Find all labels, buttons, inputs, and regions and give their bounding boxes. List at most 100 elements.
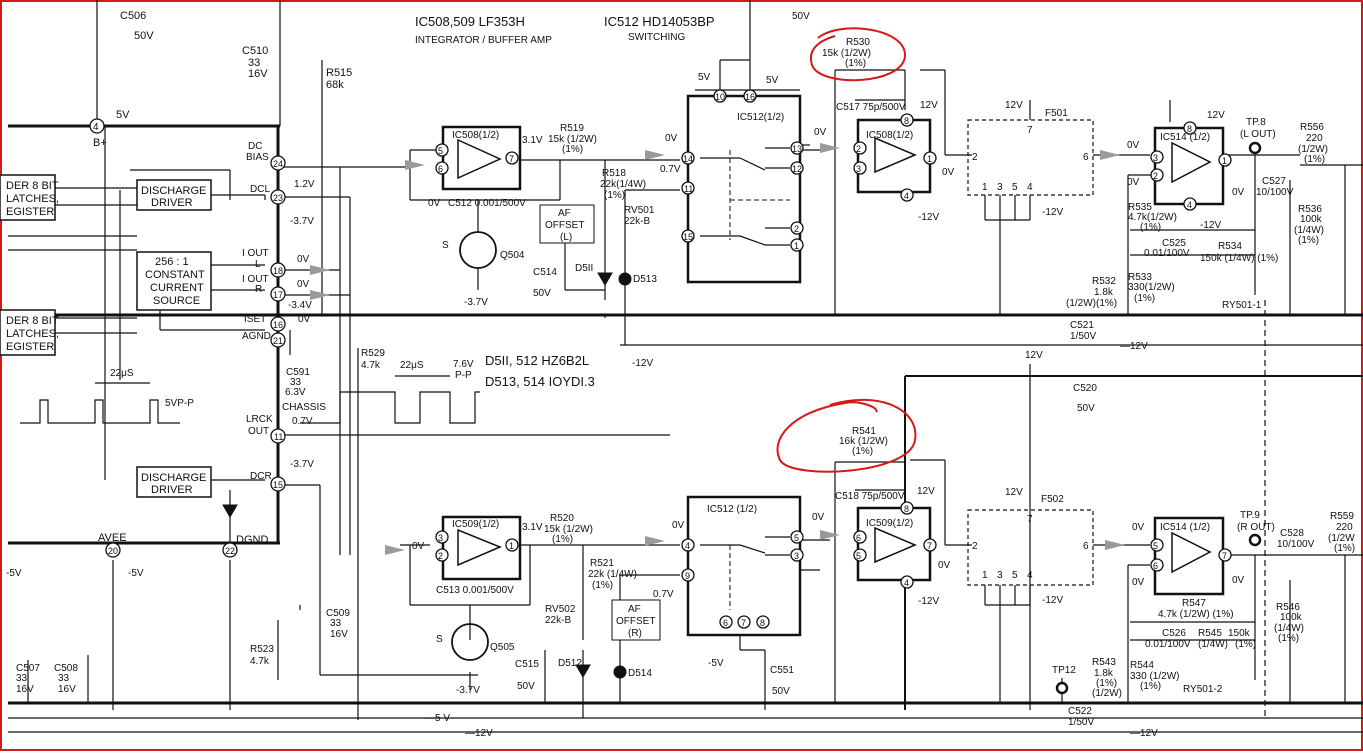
r529-value: 4.7k xyxy=(361,360,381,371)
v-minus-3-7: -3.7V xyxy=(290,216,314,227)
buf-minus-12v-a: -12V xyxy=(918,212,939,223)
out-b-pin6: 6 xyxy=(1153,561,1158,571)
ic512b-label: IC512 (1/2) xyxy=(707,504,757,515)
v-0-7: 0.7V xyxy=(292,416,313,427)
ic514b-label: IC514 (1/2) xyxy=(1160,522,1210,533)
discharge-driver-bottom xyxy=(136,466,212,498)
source-label-1: S xyxy=(442,240,449,251)
f501-pin3: 3 xyxy=(997,182,1003,193)
ry501-1-label: RY501-1 xyxy=(1222,300,1262,311)
r556-value: 220 xyxy=(1306,133,1323,144)
bplus-label: B+ xyxy=(93,137,107,149)
c508-value2: 16V xyxy=(58,684,76,695)
buf-12v-b: 12V xyxy=(917,486,935,497)
pin-22: 22 xyxy=(225,546,235,556)
c521-value: 1/50V xyxy=(1070,331,1096,342)
c526-label: C526 xyxy=(1162,628,1186,639)
rail-minus-12v-b: —12V xyxy=(1130,728,1158,739)
diodes xyxy=(222,272,632,679)
c509-value2: 16V xyxy=(330,629,348,640)
c520-label: C520 xyxy=(1073,383,1097,394)
r545-power: (1/4W) xyxy=(1198,639,1228,650)
sw-pin16: 16 xyxy=(745,92,755,102)
r521-label: R521 xyxy=(590,558,614,569)
r547-label: R547 xyxy=(1182,598,1206,609)
r546-label: R546 xyxy=(1276,602,1300,613)
latch2-line1: DER 8 BIT xyxy=(6,315,59,327)
out-a-pin8: 8 xyxy=(1187,124,1192,134)
r544-label: R544 xyxy=(1130,660,1154,671)
r535-label: R535 xyxy=(1128,202,1152,213)
tp9-sub: (R OUT) xyxy=(1237,522,1275,533)
sw-0v-d: 0V xyxy=(812,512,825,523)
c510-value1: 33 xyxy=(248,57,260,69)
ic512-title: IC512 HD14053BP xyxy=(604,14,715,29)
sw-0-7v-b: 0.7V xyxy=(653,589,674,600)
tp8-sub: (L OUT) xyxy=(1240,129,1276,140)
r532-label: R532 xyxy=(1092,276,1116,287)
pin-18: 18 xyxy=(273,266,283,276)
d513-label: D513 xyxy=(633,274,657,285)
dcl-label: DCL xyxy=(250,184,270,195)
pin-21: 21 xyxy=(273,336,283,346)
r533-tol: (1%) xyxy=(1134,293,1155,304)
r519-label: R519 xyxy=(560,123,584,134)
af-offset-l-2: OFFSET xyxy=(545,220,584,231)
out-0v-b: 0V xyxy=(1127,177,1140,188)
ic512-top-block xyxy=(686,94,802,284)
c512-label: C512 0.001/500V xyxy=(448,198,526,209)
af-offset-l-1: AF xyxy=(558,208,571,219)
latch-block-bottom xyxy=(0,309,56,356)
test-points xyxy=(1055,141,1262,695)
latch1-line2: LATCHES, xyxy=(6,193,59,205)
r519-tol: (1%) xyxy=(562,144,583,155)
af-offset-r-box xyxy=(611,599,661,641)
sw-0-7v-a: 0.7V xyxy=(660,164,681,175)
r518-label: R518 xyxy=(602,168,626,179)
sw-0v-a: 0V xyxy=(665,133,678,144)
sw-b-pin4: 4 xyxy=(685,541,690,551)
r530-tol: (1%) xyxy=(845,58,866,69)
f501-pin1: 1 xyxy=(982,182,988,193)
switch-dashed xyxy=(729,150,790,610)
f502-pin3: 3 xyxy=(997,570,1003,581)
r541-tol: (1%) xyxy=(852,446,873,457)
c513-label: C513 0.001/500V xyxy=(436,585,514,596)
filter-minus-12v-b: -12V xyxy=(1042,595,1063,606)
buf-b-pin8: 8 xyxy=(904,504,909,514)
iset-label: ISET xyxy=(244,314,266,325)
ccs-line1: 256 : 1 xyxy=(155,256,189,268)
pin-15: 15 xyxy=(273,480,283,490)
ccs-line4: SOURCE xyxy=(153,295,200,307)
latch1-line1: DER 8 BIT xyxy=(6,180,59,192)
ic508a-pin7: 7 xyxy=(509,154,514,164)
af-offset-l-box xyxy=(539,204,595,244)
out-minus-12v: -12V xyxy=(1200,220,1221,231)
r534-label: R534 xyxy=(1218,241,1242,252)
ic509b-label: IC509(1/2) xyxy=(866,518,913,529)
r518-tol: (1%) xyxy=(604,190,625,201)
rail-minus-12v-c: —12V xyxy=(465,728,493,739)
ic508a-pin5: 5 xyxy=(438,146,443,156)
rv501-value: 22k-B xyxy=(624,216,650,227)
v-3-1b: 3.1V xyxy=(522,522,543,533)
af-offset-r-3: (R) xyxy=(628,628,642,639)
iout-l-label: I OUT xyxy=(242,248,269,259)
c522-value: 1/50V xyxy=(1068,717,1094,728)
top-50v: 50V xyxy=(792,11,810,22)
c551-label: C551 xyxy=(770,665,794,676)
r523-label: R523 xyxy=(250,644,274,655)
f502-pin4: 4 xyxy=(1027,570,1033,581)
vpp2-sub: P-P xyxy=(455,370,472,381)
c526-value: 0.01/100V xyxy=(1145,639,1191,650)
c517-label: C517 75p/500V xyxy=(836,102,906,113)
latch1-line3: EGISTER xyxy=(6,206,54,218)
r559-power: (1/2W xyxy=(1328,533,1355,544)
diode-list-2: D513, 514 IOYDI.3 xyxy=(485,374,595,389)
q505-label: Q505 xyxy=(490,642,515,653)
r556-label: R556 xyxy=(1300,122,1324,133)
c527-label: C527 xyxy=(1262,176,1286,187)
rv502-label: RV502 xyxy=(545,604,576,615)
switch-contacts xyxy=(700,147,790,556)
sw-pin14: 14 xyxy=(683,154,693,164)
